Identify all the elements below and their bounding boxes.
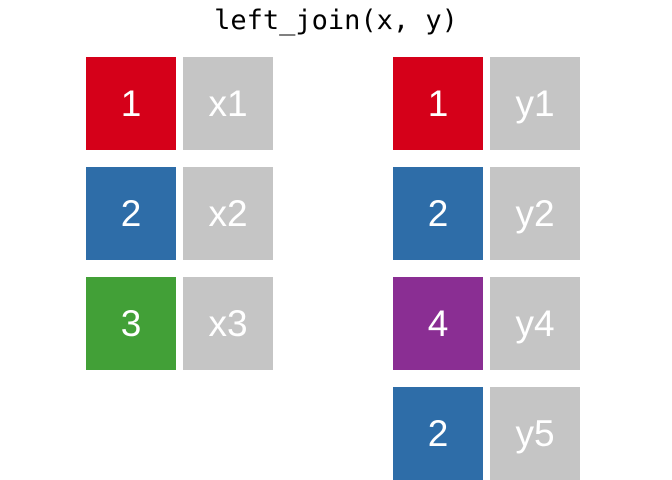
key-cell: 4	[393, 277, 483, 370]
value-cell: y5	[490, 387, 580, 480]
value-cell: y4	[490, 277, 580, 370]
value-cell: x1	[183, 57, 273, 150]
value-cell: y1	[490, 57, 580, 150]
key-cell: 1	[86, 57, 176, 150]
page-title: left_join(x, y)	[214, 5, 458, 36]
value-cell: x3	[183, 277, 273, 370]
key-cell: 1	[393, 57, 483, 150]
key-cell: 2	[393, 387, 483, 480]
key-cell: 3	[86, 277, 176, 370]
key-cell: 2	[393, 167, 483, 260]
value-cell: x2	[183, 167, 273, 260]
value-cell: y2	[490, 167, 580, 260]
key-cell: 2	[86, 167, 176, 260]
